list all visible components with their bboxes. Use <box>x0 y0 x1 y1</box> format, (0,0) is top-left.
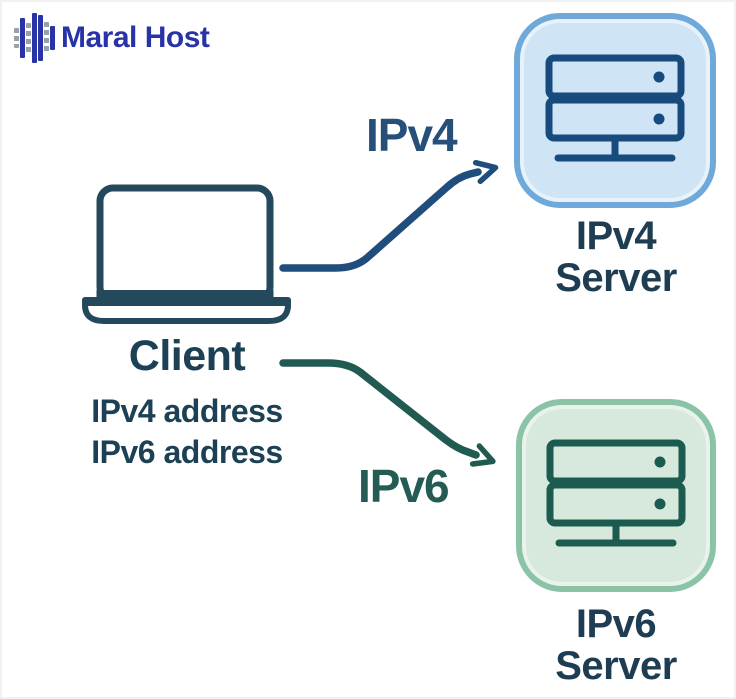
logo-bar <box>20 18 25 58</box>
logo-bar <box>14 28 19 48</box>
ipv6-flow-label: IPv6 <box>358 460 450 512</box>
logo-bar <box>32 13 37 63</box>
ipv6-server-card <box>516 399 716 592</box>
ipv4-server-label-line1: IPv4 <box>575 214 657 258</box>
ipv4-flow-label: IPv4 <box>366 109 458 161</box>
ipv6-server-label-line2: Server <box>555 644 677 688</box>
brand-logo: Maral Host <box>14 12 210 64</box>
ipv4-server-label: IPv4 Server <box>514 215 718 299</box>
client-ipv4-address: IPv4 address <box>91 393 283 429</box>
client-ipv6-address: IPv6 address <box>91 434 283 470</box>
ipv4-server-card <box>514 13 716 208</box>
ipv6-server-label: IPv6 Server <box>514 603 718 687</box>
client-label: Client <box>128 332 246 380</box>
ipv6-server-label-line1: IPv6 <box>575 602 657 646</box>
logo-bar <box>44 22 49 54</box>
building-icon <box>14 12 55 64</box>
server-icon <box>546 439 686 546</box>
ipv4-arrow-icon <box>279 159 499 272</box>
logo-bar <box>50 26 55 50</box>
brand-name: Maral Host <box>61 21 210 54</box>
ipv4-server-label-line2: Server <box>555 256 677 300</box>
logo-bar <box>38 15 43 61</box>
server-icon <box>545 54 685 161</box>
laptop-icon <box>82 184 291 324</box>
logo-bar <box>26 23 31 53</box>
